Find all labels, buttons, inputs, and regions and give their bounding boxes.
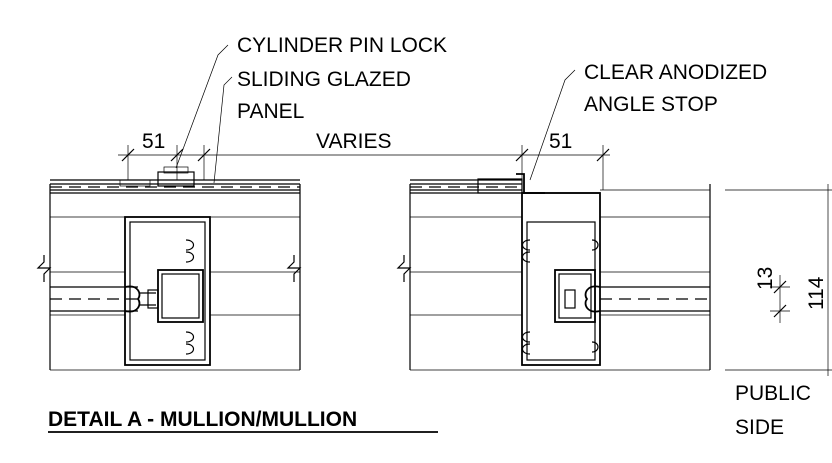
dimension-line-top [118,145,610,190]
detail-title: DETAIL A - MULLION/MULLION [48,408,357,431]
leader-sliding-glazed-panel [213,76,233,184]
dim-varies: VARIES [316,130,391,153]
label-angle-stop: ANGLE STOP [584,93,718,116]
label-clear-anodized: CLEAR ANODIZED [584,61,767,84]
left-mullion-assembly [36,166,302,371]
angle-stop-shape [477,178,523,194]
dimension-line-right [725,184,832,376]
dim-left-width: 51 [142,130,165,153]
left-mullion-profile [124,216,211,366]
dim-mullion-depth: 114 [805,276,828,310]
label-public-side-2: SIDE [735,416,784,439]
leader-cylinder-pin-lock [175,44,229,169]
right-mullion-profile [521,192,601,366]
label-cylinder-pin-lock: CYLINDER PIN LOCK [237,34,447,57]
cylinder-pin-lock-shape [157,171,195,187]
label-sliding-glazed-panel-1: SLIDING GLAZED [237,68,411,91]
label-public-side-1: PUBLIC [735,382,811,405]
dim-right-width: 51 [549,130,572,153]
right-mullion-assembly [396,173,711,371]
leader-angle-stop [529,69,576,181]
label-sliding-glazed-panel-2: PANEL [237,100,304,123]
dim-glass-thickness: 13 [754,267,777,290]
